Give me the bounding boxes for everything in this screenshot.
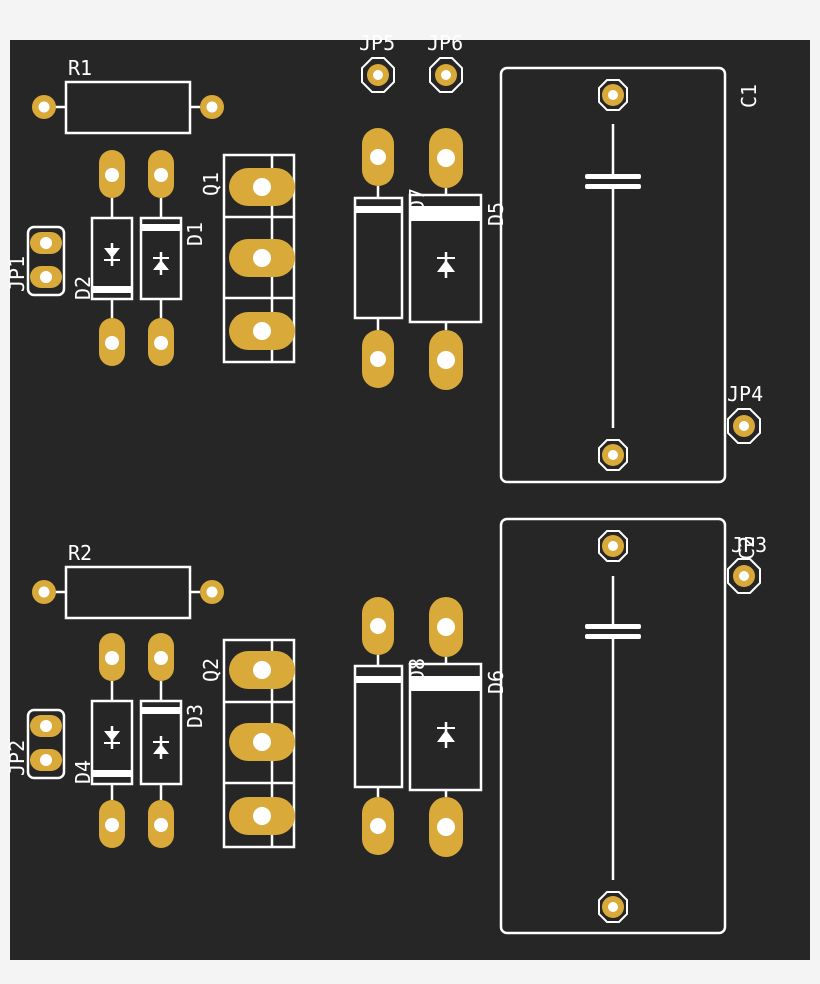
r1-label: R1 [68,56,92,80]
jumper-jp1: JP1 [5,225,66,297]
diode-d1: D1 [139,150,207,366]
jp6-label: JP6 [427,31,463,55]
diode-d2: D2 [71,150,134,366]
diode-d4: D4 [71,633,134,848]
resistor-r1: R1 [32,56,224,135]
diode-d6: D6 [408,597,508,857]
transistor-q1: Q1 [199,153,296,364]
resistor-r2: R2 [32,541,224,620]
jumper-jp5: JP5 [359,31,395,93]
capacitor-c1: C1 [499,66,761,484]
q1-label: Q1 [199,172,223,196]
capacitor-c2: C2 [499,517,759,935]
jumper-jp4: JP4 [727,382,763,444]
c2-label: C2 [735,536,759,560]
d1-label: D1 [183,222,207,246]
jumper-jp6: JP6 [427,31,463,93]
jp5-label: JP5 [359,31,395,55]
r2-label: R2 [68,541,92,565]
d6-label: D6 [484,670,508,694]
q2-label: Q2 [199,658,223,682]
jumper-jp3: JP3 [727,533,767,594]
jp2-label: JP2 [5,740,29,776]
jp4-label: JP4 [727,382,763,406]
jp1-label: JP1 [5,256,29,292]
d2-label: D2 [71,276,95,300]
jp3-label: JP3 [731,533,767,557]
c1-label: C1 [737,84,761,108]
d4-label: D4 [71,760,95,784]
transistor-q2: Q2 [199,638,296,849]
diode-d5: D5 [408,128,508,390]
jumper-jp2: JP2 [5,708,66,780]
pcb-substrate [10,40,810,960]
diode-d3: D3 [139,633,207,848]
d3-label: D3 [183,704,207,728]
d5-label: D5 [484,202,508,226]
